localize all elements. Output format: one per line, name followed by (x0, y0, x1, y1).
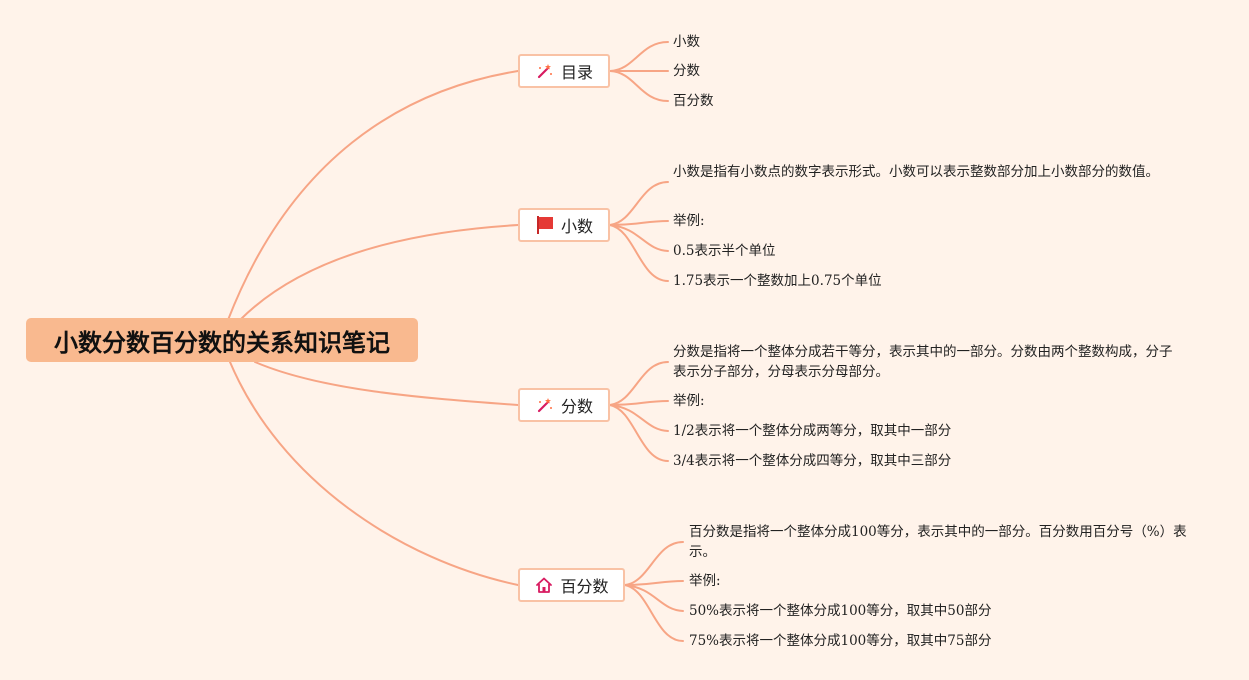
link-root-decimal (239, 224, 519, 321)
decimal-example-1[interactable]: 0.5表示半个单位 (673, 243, 776, 259)
toc-item-decimal[interactable]: 小数 (673, 34, 700, 50)
toc-item-fraction[interactable]: 分数 (673, 63, 700, 79)
link-percent-1 (624, 541, 684, 586)
percent-example-2[interactable]: 75%表示将一个整体分成100等分，取其中75部分 (689, 633, 992, 649)
link-toc-1 (609, 41, 669, 72)
root-title: 小数分数百分数的关系知识笔记 (54, 328, 390, 357)
percent-example-label[interactable]: 举例: (689, 573, 721, 589)
link-root-fraction (254, 361, 519, 406)
root-topic[interactable]: 小数分数百分数的关系知识笔记 (26, 318, 418, 362)
link-fraction-2 (609, 400, 669, 406)
link-fraction-3 (609, 404, 669, 432)
fraction-example-2[interactable]: 3/4表示将一个整体分成四等分，取其中三部分 (673, 453, 952, 469)
link-percent-2 (624, 580, 684, 586)
link-percent-4 (624, 584, 684, 642)
link-fraction-4 (609, 404, 669, 462)
red-flag-icon (535, 215, 555, 235)
link-toc-3 (609, 70, 669, 102)
link-decimal-3 (609, 224, 669, 252)
link-fraction-1 (609, 361, 669, 406)
branch-toc-label: 目录 (560, 63, 593, 82)
fraction-example-1[interactable]: 1/2表示将一个整体分成两等分，取其中一部分 (673, 423, 952, 439)
link-decimal-1 (609, 181, 669, 226)
decimal-example-2[interactable]: 1.75表示一个整数加上0.75个单位 (673, 273, 882, 289)
house-icon (534, 575, 554, 595)
percent-example-1[interactable]: 50%表示将一个整体分成100等分，取其中50部分 (689, 603, 992, 619)
branch-fraction[interactable]: 分数 (518, 388, 610, 422)
magic-wand-icon (535, 61, 555, 81)
magic-wand-icon (535, 395, 555, 415)
link-root-toc (227, 70, 519, 321)
fraction-definition[interactable]: 分数是指将一个整体分成若干等分，表示其中的一部分。分数由两个整数构成，分子表示分… (673, 344, 1173, 380)
toc-item-percent[interactable]: 百分数 (673, 93, 714, 109)
branch-percent[interactable]: 百分数 (518, 568, 625, 602)
decimal-example-label[interactable]: 举例: (673, 213, 705, 229)
branch-decimal-label: 小数 (560, 217, 593, 236)
link-decimal-2 (609, 220, 669, 226)
percent-definition[interactable]: 百分数是指将一个整体分成100等分，表示其中的一部分。百分数用百分号（%）表示。 (689, 524, 1187, 560)
link-percent-3 (624, 584, 684, 612)
link-root-percent (229, 361, 519, 586)
branch-fraction-label: 分数 (560, 397, 593, 416)
decimal-definition[interactable]: 小数是指有小数点的数字表示形式。小数可以表示整数部分加上小数部分的数值。 (673, 164, 1159, 180)
link-decimal-4 (609, 224, 669, 282)
branch-percent-label: 百分数 (560, 577, 609, 596)
fraction-example-label[interactable]: 举例: (673, 393, 705, 409)
branch-decimal[interactable]: 小数 (518, 208, 610, 242)
branch-toc[interactable]: 目录 (518, 54, 610, 88)
